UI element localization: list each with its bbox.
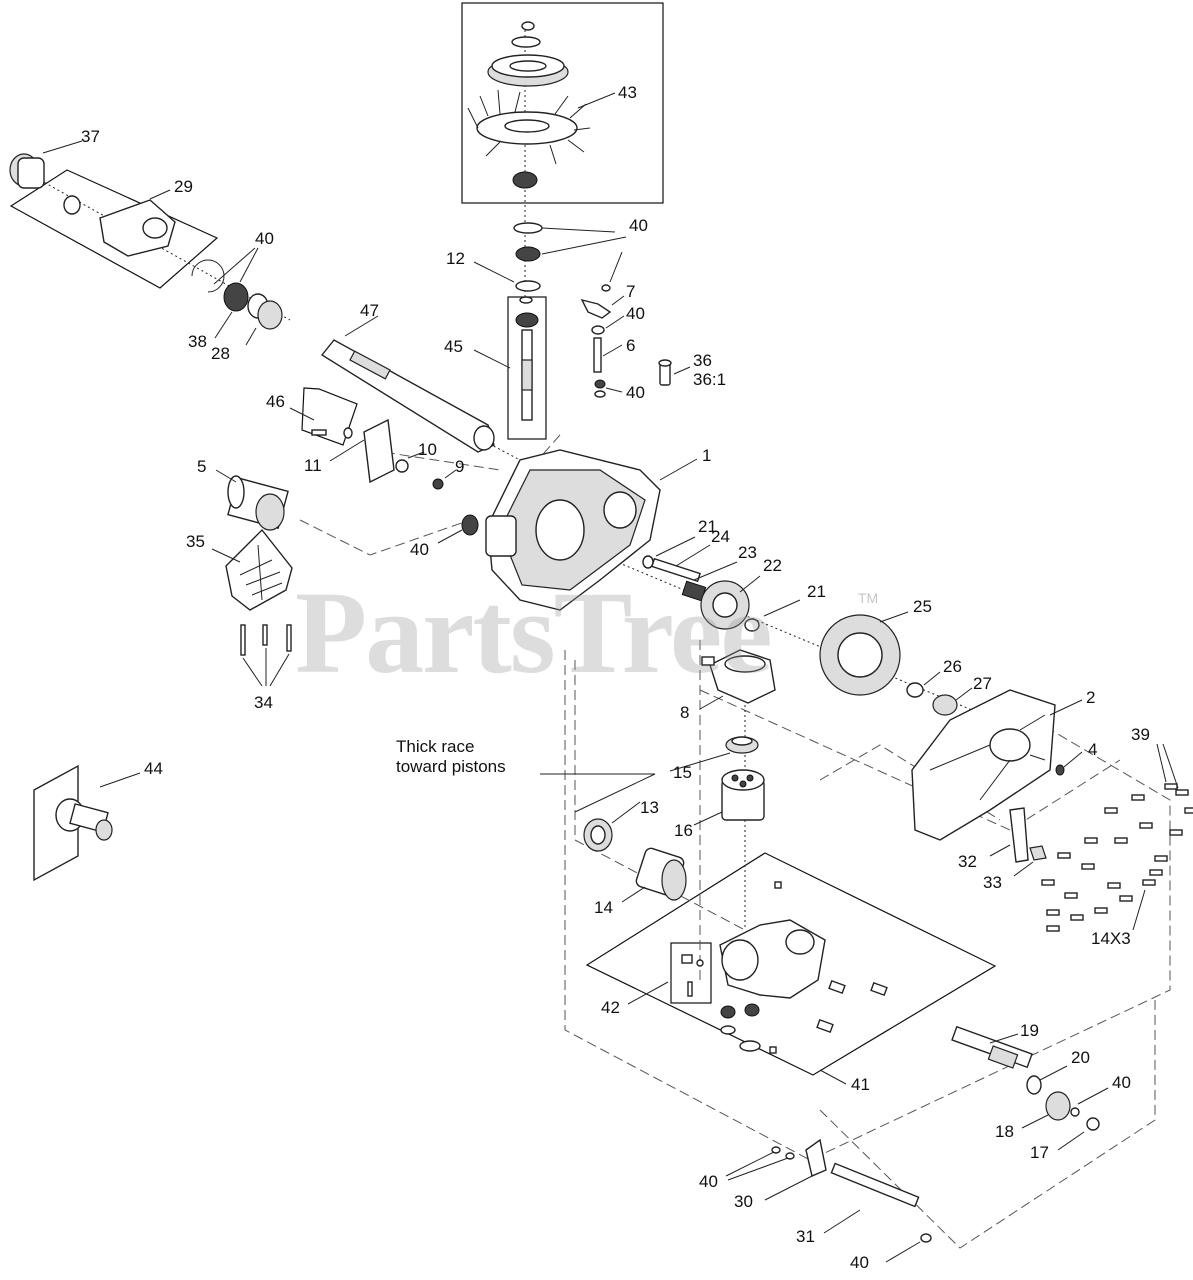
part-label-2: 2 xyxy=(1086,688,1096,707)
main-housing xyxy=(461,449,661,611)
part-label-18: 18 xyxy=(995,1122,1014,1141)
gear-cluster xyxy=(642,555,958,716)
part-label-37: 37 xyxy=(81,127,100,146)
part-label-47: 47 xyxy=(360,301,379,320)
filter-guard xyxy=(225,528,293,656)
part-label-43: 43 xyxy=(618,83,637,102)
filter-plate-parts xyxy=(311,418,444,490)
part-label-45: 45 xyxy=(444,337,463,356)
part-label-10: 10 xyxy=(418,440,437,459)
note-line-1: Thick race xyxy=(396,737,475,756)
pulley-fan-assembly xyxy=(467,21,591,189)
lever-bracket xyxy=(1009,807,1047,863)
thick-race-note: Thick race toward pistons xyxy=(396,737,506,777)
part-label-40-top: 40 xyxy=(629,216,648,235)
axle-hub-parts xyxy=(9,153,283,330)
part-label-23: 23 xyxy=(738,543,757,562)
part-label-36: 36 xyxy=(693,351,712,370)
part-label-24: 24 xyxy=(711,527,730,546)
part-label-20: 20 xyxy=(1071,1048,1090,1067)
part-label-30: 30 xyxy=(734,1192,753,1211)
part-label-15: 15 xyxy=(673,763,692,782)
part-label-27: 27 xyxy=(973,674,992,693)
control-shaft-group xyxy=(771,1138,932,1243)
part-label-31: 31 xyxy=(796,1227,815,1246)
side-cover xyxy=(911,689,1065,841)
pump-cylinder-parts xyxy=(583,818,687,901)
part-label-39: 39 xyxy=(1131,725,1150,744)
part-label-17: 17 xyxy=(1030,1143,1049,1162)
center-section-kit-box xyxy=(585,852,997,1076)
part-label-38: 38 xyxy=(188,332,207,351)
part-label-40-link: 40 xyxy=(626,304,645,323)
part-label-40-shaft: 40 xyxy=(1112,1073,1131,1092)
part-label-36-1: 36:1 xyxy=(693,370,727,389)
motor-cylinder-parts xyxy=(721,736,765,821)
part-label-9: 9 xyxy=(455,457,465,476)
valve-kit-box xyxy=(670,942,712,1004)
part-label-14: 14 xyxy=(594,898,613,917)
watermark: PartsTree xyxy=(295,567,773,698)
part-label-40-lower-link: 40 xyxy=(626,383,645,402)
part-label-4: 4 xyxy=(1088,740,1098,759)
part-label-19: 19 xyxy=(1020,1021,1039,1040)
part-label-33: 33 xyxy=(983,873,1002,892)
axle-hub-kit-box xyxy=(9,169,219,289)
linkage-parts xyxy=(580,284,612,398)
part-label-46: 46 xyxy=(266,392,285,411)
part-label-44: 44 xyxy=(144,759,163,778)
part-label-40-hub: 40 xyxy=(255,229,274,248)
input-shaft xyxy=(515,296,539,421)
part-label-11: 11 xyxy=(304,456,322,475)
part-label-16: 16 xyxy=(674,821,693,840)
part-label-41: 41 xyxy=(851,1075,870,1094)
part-label-21-right: 21 xyxy=(807,582,826,601)
oil-filter xyxy=(227,475,289,531)
part-label-1: 1 xyxy=(702,446,712,465)
part-label-21-left: 21 xyxy=(698,517,717,536)
part-label-42: 42 xyxy=(601,998,620,1017)
cover-bolts xyxy=(1041,783,1193,932)
part-label-7: 7 xyxy=(626,282,636,301)
part-label-40-control: 40 xyxy=(699,1172,718,1191)
axle-shaft xyxy=(320,339,495,453)
part-label-25: 25 xyxy=(913,597,932,616)
part-label-6: 6 xyxy=(626,336,636,355)
part-label-5: 5 xyxy=(197,457,207,476)
pulley-fan-kit-box xyxy=(461,2,664,204)
part-label-34: 34 xyxy=(254,693,273,712)
trademark-symbol: TM xyxy=(858,590,879,606)
part-label-22: 22 xyxy=(763,556,782,575)
filter-seal-kit-box xyxy=(301,387,358,446)
note-line-2: toward pistons xyxy=(396,757,506,776)
part-label-40-bottom: 40 xyxy=(850,1253,869,1272)
mounting-bracket xyxy=(33,764,113,882)
part-label-28: 28 xyxy=(211,344,230,363)
center-section xyxy=(681,881,888,1054)
vent-fitting xyxy=(658,359,672,386)
swash-block xyxy=(701,649,776,704)
part-label-26: 26 xyxy=(943,657,962,676)
part-label-14x3: 14X3 xyxy=(1091,929,1131,948)
pump-shaft-group xyxy=(951,1025,1100,1131)
part-label-12: 12 xyxy=(446,249,465,268)
part-label-13: 13 xyxy=(640,798,659,817)
part-label-29: 29 xyxy=(174,177,193,196)
part-label-35: 35 xyxy=(186,532,205,551)
part-label-32: 32 xyxy=(958,852,977,871)
part-label-40-housing: 40 xyxy=(410,540,429,559)
part-label-8: 8 xyxy=(680,703,690,722)
